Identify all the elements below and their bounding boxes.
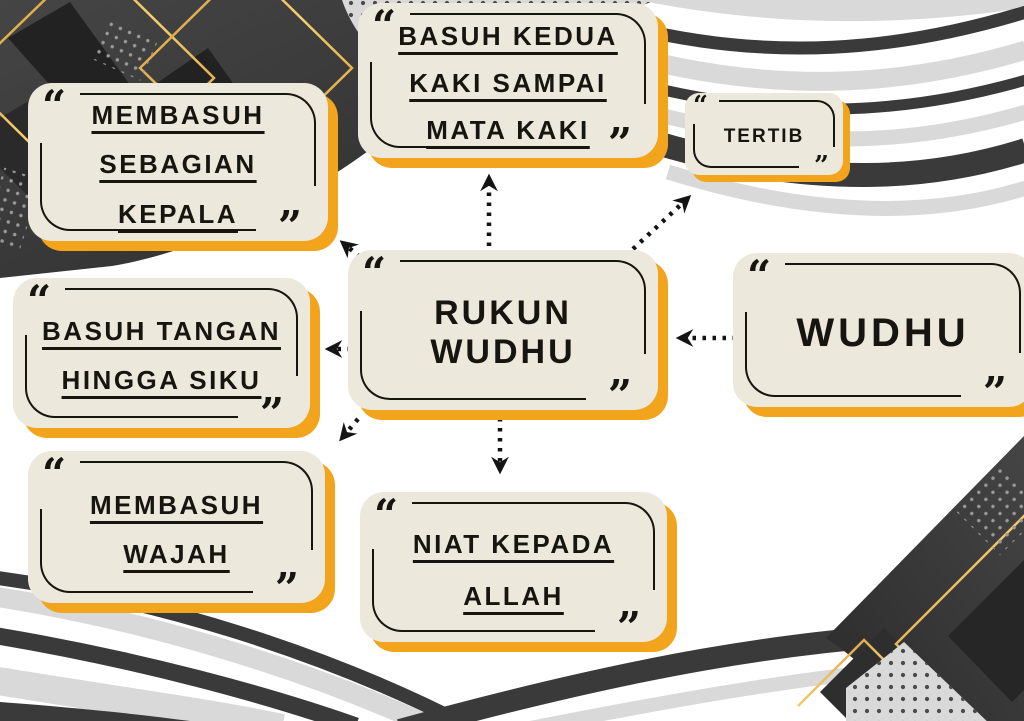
arrow-to-tertib <box>631 195 692 251</box>
open-quote-icon: “ <box>374 490 399 539</box>
node-label: MEMBASUH SEBAGIAN KEPALA <box>28 83 328 241</box>
connector-arrows <box>324 173 736 475</box>
label-line: NIAT KEPADA <box>412 529 615 559</box>
label-line: ALLAH <box>463 581 564 611</box>
arrow-to-membasuh-wajah <box>339 417 360 442</box>
close-quote-icon: ” <box>259 389 284 438</box>
label-line: HINGGA SIKU <box>61 365 262 395</box>
open-quote-icon: “ <box>362 248 387 297</box>
decoration-bottom-right-geometric <box>797 436 1024 721</box>
node-niat-kepada-allah: “ ” NIAT KEPADA ALLAH <box>360 490 667 649</box>
label-line: KAKI SAMPAI <box>409 68 607 99</box>
label-line: BASUH KEDUA <box>398 21 618 52</box>
label-line: TERTIB <box>723 126 805 147</box>
label-line: BASUH TANGAN <box>42 315 281 346</box>
node-label: BASUH KEDUA KAKI SAMPAI MATA KAKI <box>358 3 658 158</box>
close-quote-icon: ” <box>607 371 632 420</box>
open-quote-icon: “ <box>42 449 67 498</box>
close-quote-icon: ” <box>616 603 641 652</box>
close-quote-icon: ” <box>982 368 1007 417</box>
open-quote-icon: “ <box>693 91 708 121</box>
node-rukun-wudhu: “ ” RUKUN WUDHU <box>348 248 658 417</box>
label-line: MEMBASUH <box>89 489 264 520</box>
node-label: RUKUN WUDHU <box>348 250 658 410</box>
open-quote-icon: “ <box>747 251 772 300</box>
label-line: WUDHU <box>796 310 970 355</box>
open-quote-icon: “ <box>42 81 67 130</box>
node-label: NIAT KEPADA ALLAH <box>360 492 667 642</box>
node-basuh-kedua-kaki: “ ” BASUH KEDUA KAKI SAMPAI MATA KAKI <box>358 1 658 165</box>
label-line: KEPALA <box>118 198 238 229</box>
decoration-top-right-waves <box>594 0 1024 216</box>
close-quote-icon: ” <box>277 202 302 251</box>
node-tertib: “ ” TERTIB <box>685 91 843 179</box>
label-line: WAJAH <box>123 539 230 569</box>
node-membasuh-sebagian-kepala: “ ” MEMBASUH SEBAGIAN KEPALA <box>28 81 328 248</box>
label-line: MATA KAKI <box>426 114 590 145</box>
close-quote-icon: ” <box>814 151 829 181</box>
close-quote-icon: ” <box>607 119 632 168</box>
node-label: WUDHU <box>733 253 1024 407</box>
arrow-to-membasuh-kepala <box>339 240 362 259</box>
close-quote-icon: ” <box>274 564 299 613</box>
node-label: MEMBASUH WAJAH <box>28 451 325 603</box>
label-line: MEMBASUH <box>91 99 265 130</box>
label-line: SEBAGIAN <box>99 149 257 180</box>
node-label: TERTIB <box>685 93 843 175</box>
node-basuh-tangan-hingga-siku: “ ” BASUH TANGAN HINGGA SIKU <box>13 276 310 435</box>
open-quote-icon: “ <box>372 1 397 50</box>
node-membasuh-wajah: “ ” MEMBASUH WAJAH <box>28 449 325 610</box>
node-label: BASUH TANGAN HINGGA SIKU <box>13 278 310 428</box>
label-line: RUKUN WUDHU <box>430 294 576 371</box>
node-wudhu: “ ” WUDHU <box>733 251 1024 414</box>
open-quote-icon: “ <box>27 276 52 325</box>
